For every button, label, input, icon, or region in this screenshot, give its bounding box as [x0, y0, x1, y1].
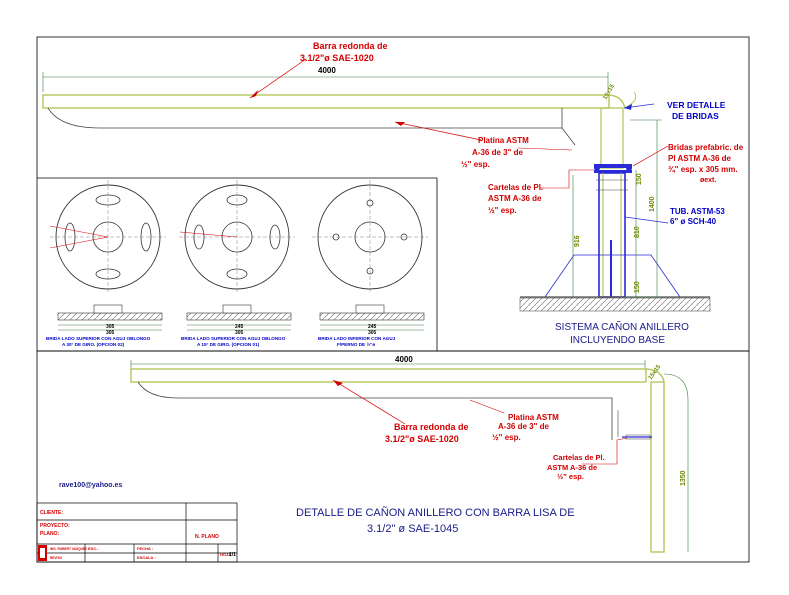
flange1-caption-line2: A 30° DE GIRO. (OPCION 02) — [62, 342, 125, 347]
bottom-bar-label-line1: Barra redonda de — [394, 422, 469, 432]
flange3-caption-line2: F/PERNO DE ½"ø — [337, 341, 375, 347]
dim-810: 810 — [634, 226, 641, 238]
tb-hoja-n: 1/1 — [229, 552, 236, 558]
top-platina-line2: A-36 de 3" de — [472, 148, 523, 157]
bottom-dim-vertical: 1350 — [680, 470, 687, 486]
dim-916: 916 — [574, 235, 581, 247]
flange2-caption-line2: A 15° DE GIRO. (OPCION 01) — [197, 342, 260, 347]
bridas-line3: ¾" esp. x 305 mm. — [668, 165, 738, 174]
dim-150-top: 150 — [636, 173, 643, 185]
flange1-caption-line1: BRIDA LADO SUPERIOR CON AGUJ OBLONGO — [46, 336, 151, 341]
bottom-platina-line2: A-36 de 3" de — [498, 422, 549, 431]
column-title-line2: INCLUYENDO BASE — [570, 335, 665, 346]
bridas-line2: Pl ASTM A-36 de — [668, 154, 732, 163]
flange-detail-3 — [312, 180, 428, 331]
dim-150-bottom: 150 — [634, 281, 641, 293]
tb-dibujo: ING. ROBERT VASQUEZ — [50, 547, 87, 551]
tb-escala: ESCALA : — [137, 555, 156, 560]
top-platina-line3: ½" esp. — [461, 160, 490, 169]
top-bar-label-line2: 3.1/2"ø SAE-1020 — [300, 53, 374, 63]
top-cartelas-line2: ASTM A-36 de — [488, 194, 542, 203]
tb-hoja: HOJA — [220, 552, 231, 557]
bottom-bar-dim-small: 15x15 — [648, 363, 663, 381]
flange-detail-2 — [179, 180, 295, 331]
author-email: rave100@yahoo.es — [59, 482, 122, 489]
flange2-dim-b: 305 — [235, 330, 244, 336]
flange3-caption-line1: BRIDA LADO INFERIOR CON AGUJ — [318, 336, 396, 341]
top-cartelas-line3: ½" esp. — [488, 206, 517, 215]
flange2-dim-a: 245 — [235, 324, 244, 330]
flange1-dim-a: 305 — [106, 324, 115, 330]
top-bar-dim-length: 4000 — [318, 66, 336, 75]
flange3-dim-b: 305 — [368, 330, 377, 336]
tb-cliente: CLIENTE: — [40, 510, 63, 516]
ver-detalle-line1: VER DETALLE — [667, 100, 726, 110]
tub-line2: 6" ø SCH-40 — [670, 217, 717, 226]
bottom-cartelas-line1: Cartelas de Pl. — [553, 453, 605, 462]
title-block-logo — [38, 545, 47, 561]
title-block — [36, 502, 238, 563]
flange1-dim-b: 305 — [106, 330, 115, 336]
top-cartelas-line1: Cartelas de Pl. — [488, 183, 543, 192]
flange3-dim-a: 245 — [368, 324, 377, 330]
bridas-line1: Bridas prefabric. de — [668, 143, 744, 152]
main-title-line1: DETALLE DE CAÑON ANILLERO CON BARRA LISA… — [296, 506, 575, 519]
sheet-frames — [36, 36, 750, 563]
tb-n-plano: N. PLANO — [195, 534, 219, 540]
tb-reviso: REVISO — [50, 556, 63, 560]
flange-detail-1 — [49, 180, 166, 331]
tb-proyecto: PROYECTO: — [40, 523, 70, 529]
bottom-platina-line1: Platina ASTM — [508, 413, 559, 422]
tub-line1: TUB. ASTM-53 — [670, 207, 725, 216]
bridas-line4: øext. — [700, 177, 716, 184]
column-assembly — [519, 91, 711, 312]
bottom-bar-label-line2: 3.1/2"ø SAE-1020 — [385, 434, 459, 444]
bottom-bar-view — [130, 360, 689, 553]
tb-plano: PLANO: — [40, 531, 60, 537]
ver-detalle-line2: DE BRIDAS — [672, 111, 719, 121]
top-bar-view — [42, 58, 626, 146]
bottom-bar-dim-length: 4000 — [395, 355, 413, 364]
bottom-platina-line3: ½" esp. — [492, 433, 521, 442]
flange2-caption-line1: BRIDA LADO SUPERIOR CON AGUJ OBLONGO — [181, 336, 286, 341]
main-title-line2: 3.1/2" ø SAE-1045 — [367, 523, 458, 535]
top-bar-label-line1: Barra redonda de — [313, 41, 388, 51]
bottom-cartelas-line3: ½" esp. — [557, 472, 584, 481]
dim-1400: 1400 — [649, 196, 656, 212]
bottom-cartelas-line2: ASTM A-36 de — [547, 463, 597, 472]
top-platina-line1: Platina ASTM — [478, 136, 529, 145]
tb-fecha: FECHA : — [137, 546, 153, 551]
tb-esc: ESC.: — [88, 546, 99, 551]
column-title-line1: SISTEMA CAÑON ANILLERO — [555, 320, 689, 333]
